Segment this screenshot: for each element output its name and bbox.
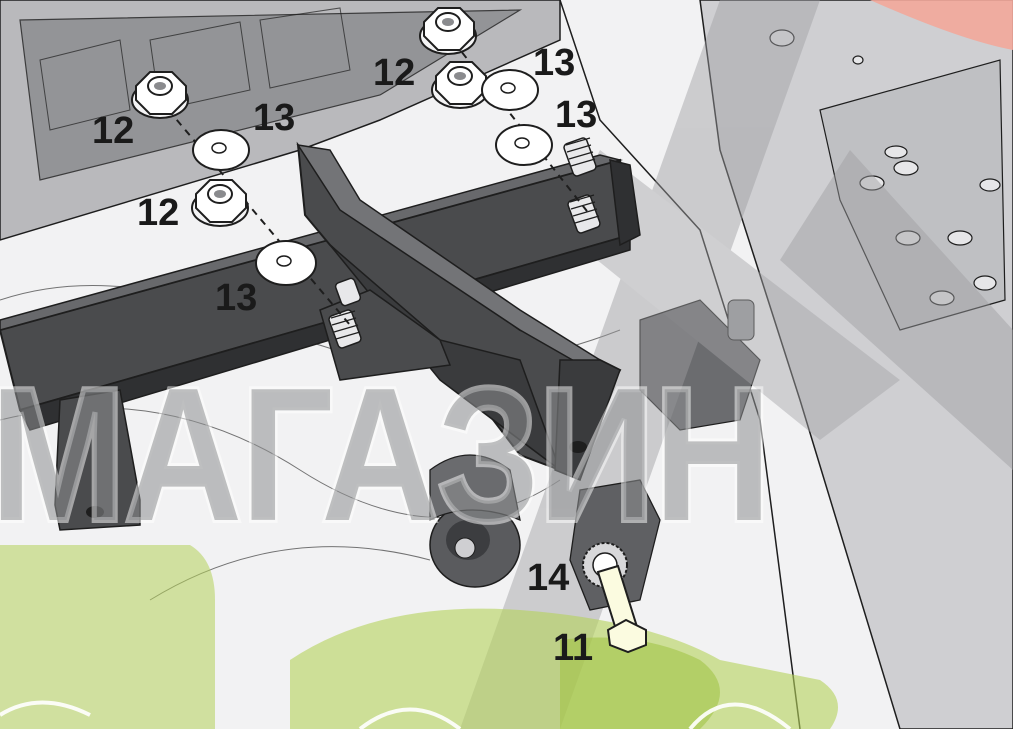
watermark-text: МАГАЗИН (0, 349, 770, 561)
callout-14: 14 (527, 557, 569, 599)
callout-11: 11 (553, 627, 593, 669)
mounting-bracket (0, 141, 641, 531)
callout-13-b: 13 (215, 277, 257, 319)
flange-nut-4 (431, 61, 489, 109)
callout-12-a: 12 (92, 110, 134, 152)
background-shading (460, 0, 1013, 729)
flange-nut-2 (191, 179, 249, 227)
studs (328, 137, 601, 349)
callout-13-d: 13 (555, 94, 597, 136)
callout-labels: 12 12 12 13 13 13 13 14 11 (92, 42, 597, 669)
callout-13-a: 13 (253, 97, 295, 139)
washers (192, 69, 553, 286)
bolt-assembly (582, 542, 647, 654)
bolt (596, 564, 647, 654)
stud-1 (563, 137, 597, 177)
washer-3 (481, 69, 539, 111)
washer-4 (495, 124, 553, 166)
flange-nut-1 (131, 71, 189, 119)
callout-12-b: 12 (137, 192, 179, 234)
flange-nut-3 (419, 7, 477, 55)
suspension-components (0, 454, 838, 729)
watermark: МАГАЗИН (0, 346, 775, 564)
stud-4 (334, 277, 362, 307)
assembly-guide-lines (159, 31, 591, 326)
callout-13-c: 13 (533, 42, 575, 84)
callout-12-c: 12 (373, 52, 415, 94)
washer-1 (192, 129, 250, 171)
washer-2 (255, 240, 317, 286)
flange-nuts (131, 7, 489, 227)
